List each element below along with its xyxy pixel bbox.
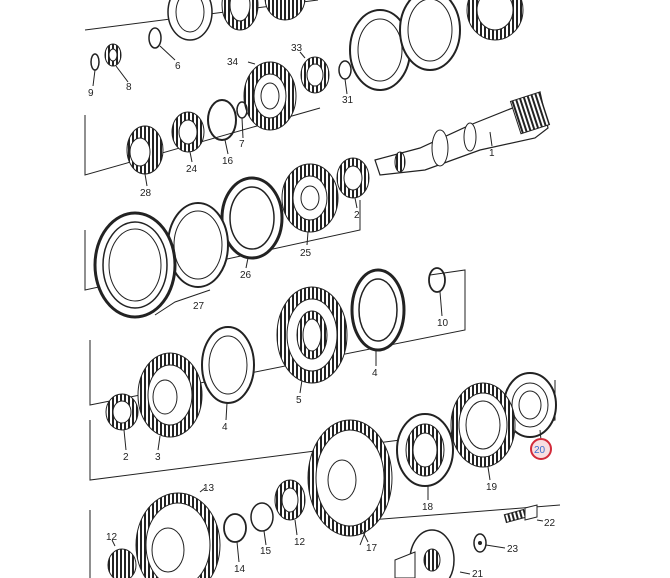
part-18-bearing-hub[interactable] [396,413,454,500]
part-26-synchro-ring[interactable] [220,176,284,269]
part-3-gear[interactable] [137,352,203,451]
part-4-synchro-ring-lower[interactable] [201,326,255,421]
part-13-large-gear[interactable] [135,487,221,578]
part-5-synchronizer-hub[interactable] [276,286,348,394]
label-4-upper: 4 [372,368,378,379]
top-right-synchro-rings[interactable] [349,0,524,91]
part-15-spacer[interactable] [250,502,274,546]
part-2-needle-bearing-upper[interactable] [336,157,370,209]
part-20-bearing[interactable] [503,372,557,441]
label-13: 13 [203,483,215,494]
label-4-lower: 4 [222,422,228,433]
label-5: 5 [296,395,302,406]
label-1: 1 [489,148,495,159]
part-labels: 9 8 6 33 34 31 7 16 24 28 1 2 25 26 27 1… [88,43,556,578]
label-14: 14 [234,564,246,575]
label-15: 15 [260,546,272,557]
part-25-gear[interactable] [281,163,339,246]
part-24-needle-bearing[interactable] [171,111,205,163]
label-25: 25 [300,248,312,259]
label-24: 24 [186,164,198,175]
part-23-washer[interactable] [473,533,506,553]
part-9-snap-ring[interactable] [90,53,100,87]
part-16-washer[interactable] [207,99,237,155]
part-34-gear[interactable] [243,61,297,131]
part-14-snap-ring[interactable] [223,513,247,563]
label-7: 7 [239,139,245,150]
part-10-snap-ring[interactable] [428,267,446,317]
part-8-needle-bearing[interactable] [104,43,129,83]
label-16: 16 [222,156,234,167]
label-2-upper: 2 [354,210,360,221]
label-17: 17 [366,543,378,554]
label-9: 9 [88,88,94,99]
part-19-synchro-ring[interactable] [450,382,516,481]
label-22: 22 [544,518,556,529]
label-33: 33 [291,43,303,54]
part-6-snap-ring[interactable] [148,27,176,61]
part-1-mainshaft[interactable] [374,91,551,176]
label-8: 8 [126,82,132,93]
top-gear-cluster[interactable] [167,0,306,41]
part-2-needle-bearing-lower[interactable] [105,393,139,451]
part-17-large-gear[interactable] [307,419,393,543]
label-27: 27 [193,301,205,312]
part-4-synchro-ring-upper[interactable] [350,268,406,366]
label-20: 20 [534,445,546,456]
label-28: 28 [140,188,152,199]
label-23: 23 [507,544,519,555]
label-12-b: 12 [106,532,118,543]
label-26: 26 [240,270,252,281]
part-33-needle-bearing[interactable] [299,51,330,94]
label-12-a: 12 [294,537,306,548]
label-19: 19 [486,482,498,493]
label-10: 10 [437,318,449,329]
part-22-bolt[interactable] [503,504,544,524]
part-12-needle-bearing-b[interactable] [107,539,137,578]
part-27-synchro-assembly[interactable] [93,202,229,319]
highlight-ring-part-20 [530,438,552,460]
part-28-gear[interactable] [126,125,164,187]
label-6: 6 [175,61,181,72]
label-18: 18 [422,502,434,513]
part-21-flange[interactable] [394,529,471,578]
label-21: 21 [472,569,484,578]
label-3: 3 [155,452,161,463]
label-31: 31 [342,95,354,106]
part-31-snap-ring[interactable] [338,60,352,95]
label-2-lower: 2 [123,452,129,463]
part-7-snap-ring[interactable] [236,101,248,139]
part-12-needle-bearing-a[interactable] [274,479,306,536]
label-34: 34 [227,57,239,68]
